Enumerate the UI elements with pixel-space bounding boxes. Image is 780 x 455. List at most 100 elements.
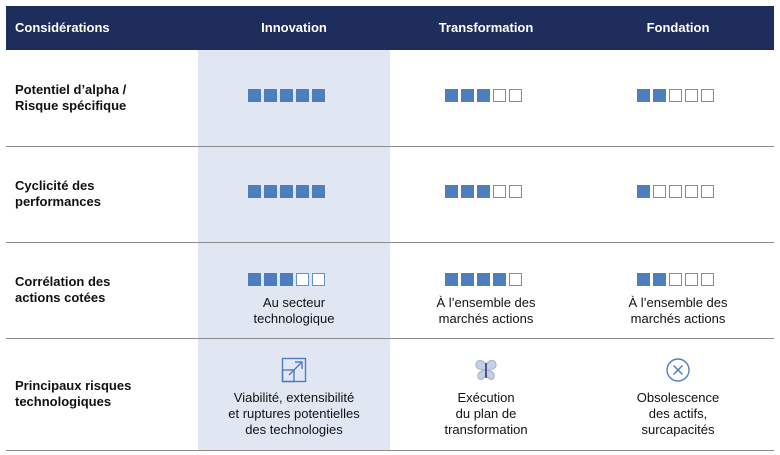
row-divider [6,242,774,243]
rating-square-empty [669,185,682,198]
rating-square-filled [248,273,261,286]
rating-square-filled [445,89,458,102]
row-divider [6,338,774,339]
rating-square-empty [312,273,325,286]
rating-square-empty [509,185,522,198]
rating-square-empty [701,185,714,198]
row-divider [6,146,774,147]
rating-square-filled [637,89,650,102]
table-header: Considérations Innovation Transformation… [6,6,774,50]
rating-square-filled [248,185,261,198]
rating-square-filled [637,185,650,198]
rating-square-filled [477,89,490,102]
rating-square-filled [248,89,261,102]
row-label-line: performances [15,194,101,209]
rating-alpha-innovation [248,89,325,103]
rating-square-filled [461,89,474,102]
innovation-column-highlight [198,50,390,451]
rating-square-filled [312,89,325,102]
rating-square-filled [280,89,293,102]
rating-square-filled [461,185,474,198]
rating-square-filled [653,89,666,102]
note-tech-risk-innovation: Viabilité, extensibilité et ruptures pot… [198,390,390,438]
note-line: et ruptures potentielles [228,406,360,421]
rating-square-empty [296,273,309,286]
rating-square-empty [653,185,666,198]
row-label-cyclicity: Cyclicité des performances [15,178,101,210]
note-line: du plan de [455,406,517,421]
note-line: des technologies [245,422,343,437]
cross-circle-icon [666,358,690,382]
note-line: marchés actions [438,311,534,326]
rating-square-filled [477,185,490,198]
rating-square-filled [280,185,293,198]
header-considerations: Considérations [15,20,110,35]
row-label-line: Principaux risques [15,378,132,393]
note-line: À l’ensemble des [628,295,728,310]
note-line: des actifs, [648,406,708,421]
row-label-tech-risks: Principaux risques technologiques [15,378,131,410]
row-label-line: Corrélation des [15,274,111,289]
row-label-line: Cyclicité des [15,178,95,193]
rating-square-empty [685,89,698,102]
rating-square-filled [493,273,506,286]
rating-alpha-fondation [637,89,714,103]
rating-square-filled [296,89,309,102]
header-innovation: Innovation [261,20,327,35]
row-divider [6,450,774,451]
row-label-line: Risque spécifique [15,98,127,113]
rating-square-empty [509,89,522,102]
rating-square-filled [653,273,666,286]
row-label-line: technologiques [15,394,112,409]
rating-square-empty [493,89,506,102]
note-line: Exécution [457,390,515,405]
note-line: À l’ensemble des [436,295,536,310]
rating-correlation-fondation [637,273,714,287]
row-label-line: actions cotées [15,290,106,305]
butterfly-icon [475,359,497,380]
rating-square-empty [685,185,698,198]
rating-square-filled [461,273,474,286]
rating-correlation-transformation [445,273,522,287]
rating-cyclicity-innovation [248,185,325,199]
rating-square-filled [280,273,293,286]
rating-square-empty [701,89,714,102]
note-tech-risk-fondation: Obsolescence des actifs, surcapacités [582,390,774,438]
rating-cyclicity-fondation [637,185,714,199]
row-label-correlation: Corrélation des actions cotées [15,274,110,306]
rating-square-empty [509,273,522,286]
rating-square-empty [701,273,714,286]
rating-square-filled [264,185,277,198]
row-label-alpha: Potentiel d’alpha / Risque spécifique [15,82,126,114]
note-correlation-transformation: À l’ensemble des marchés actions [390,295,582,327]
rating-cyclicity-transformation [445,185,522,199]
note-tech-risk-transformation: Exécution du plan de transformation [390,390,582,438]
header-transformation: Transformation [438,20,534,35]
rating-alpha-transformation [445,89,522,103]
rating-correlation-innovation [248,273,325,287]
note-correlation-fondation: À l’ensemble des marchés actions [582,295,774,327]
expand-arrow-icon [281,357,307,383]
rating-square-filled [477,273,490,286]
rating-square-filled [637,273,650,286]
rating-square-filled [445,185,458,198]
note-line: transformation [444,422,528,437]
rating-square-empty [685,273,698,286]
note-line: technologique [253,311,335,326]
rating-square-empty [669,273,682,286]
note-line: Au secteur [262,295,326,310]
rating-square-empty [493,185,506,198]
header-fondation: Fondation [646,20,710,35]
rating-square-filled [296,185,309,198]
rating-square-filled [445,273,458,286]
note-line: Obsolescence [636,390,720,405]
rating-square-filled [312,185,325,198]
note-line: marchés actions [630,311,726,326]
rating-square-empty [669,89,682,102]
note-line: Viabilité, extensibilité [233,390,355,405]
note-correlation-innovation: Au secteur technologique [198,295,390,327]
row-label-line: Potentiel d’alpha / [15,82,127,97]
note-line: surcapacités [641,422,715,437]
rating-square-filled [264,89,277,102]
